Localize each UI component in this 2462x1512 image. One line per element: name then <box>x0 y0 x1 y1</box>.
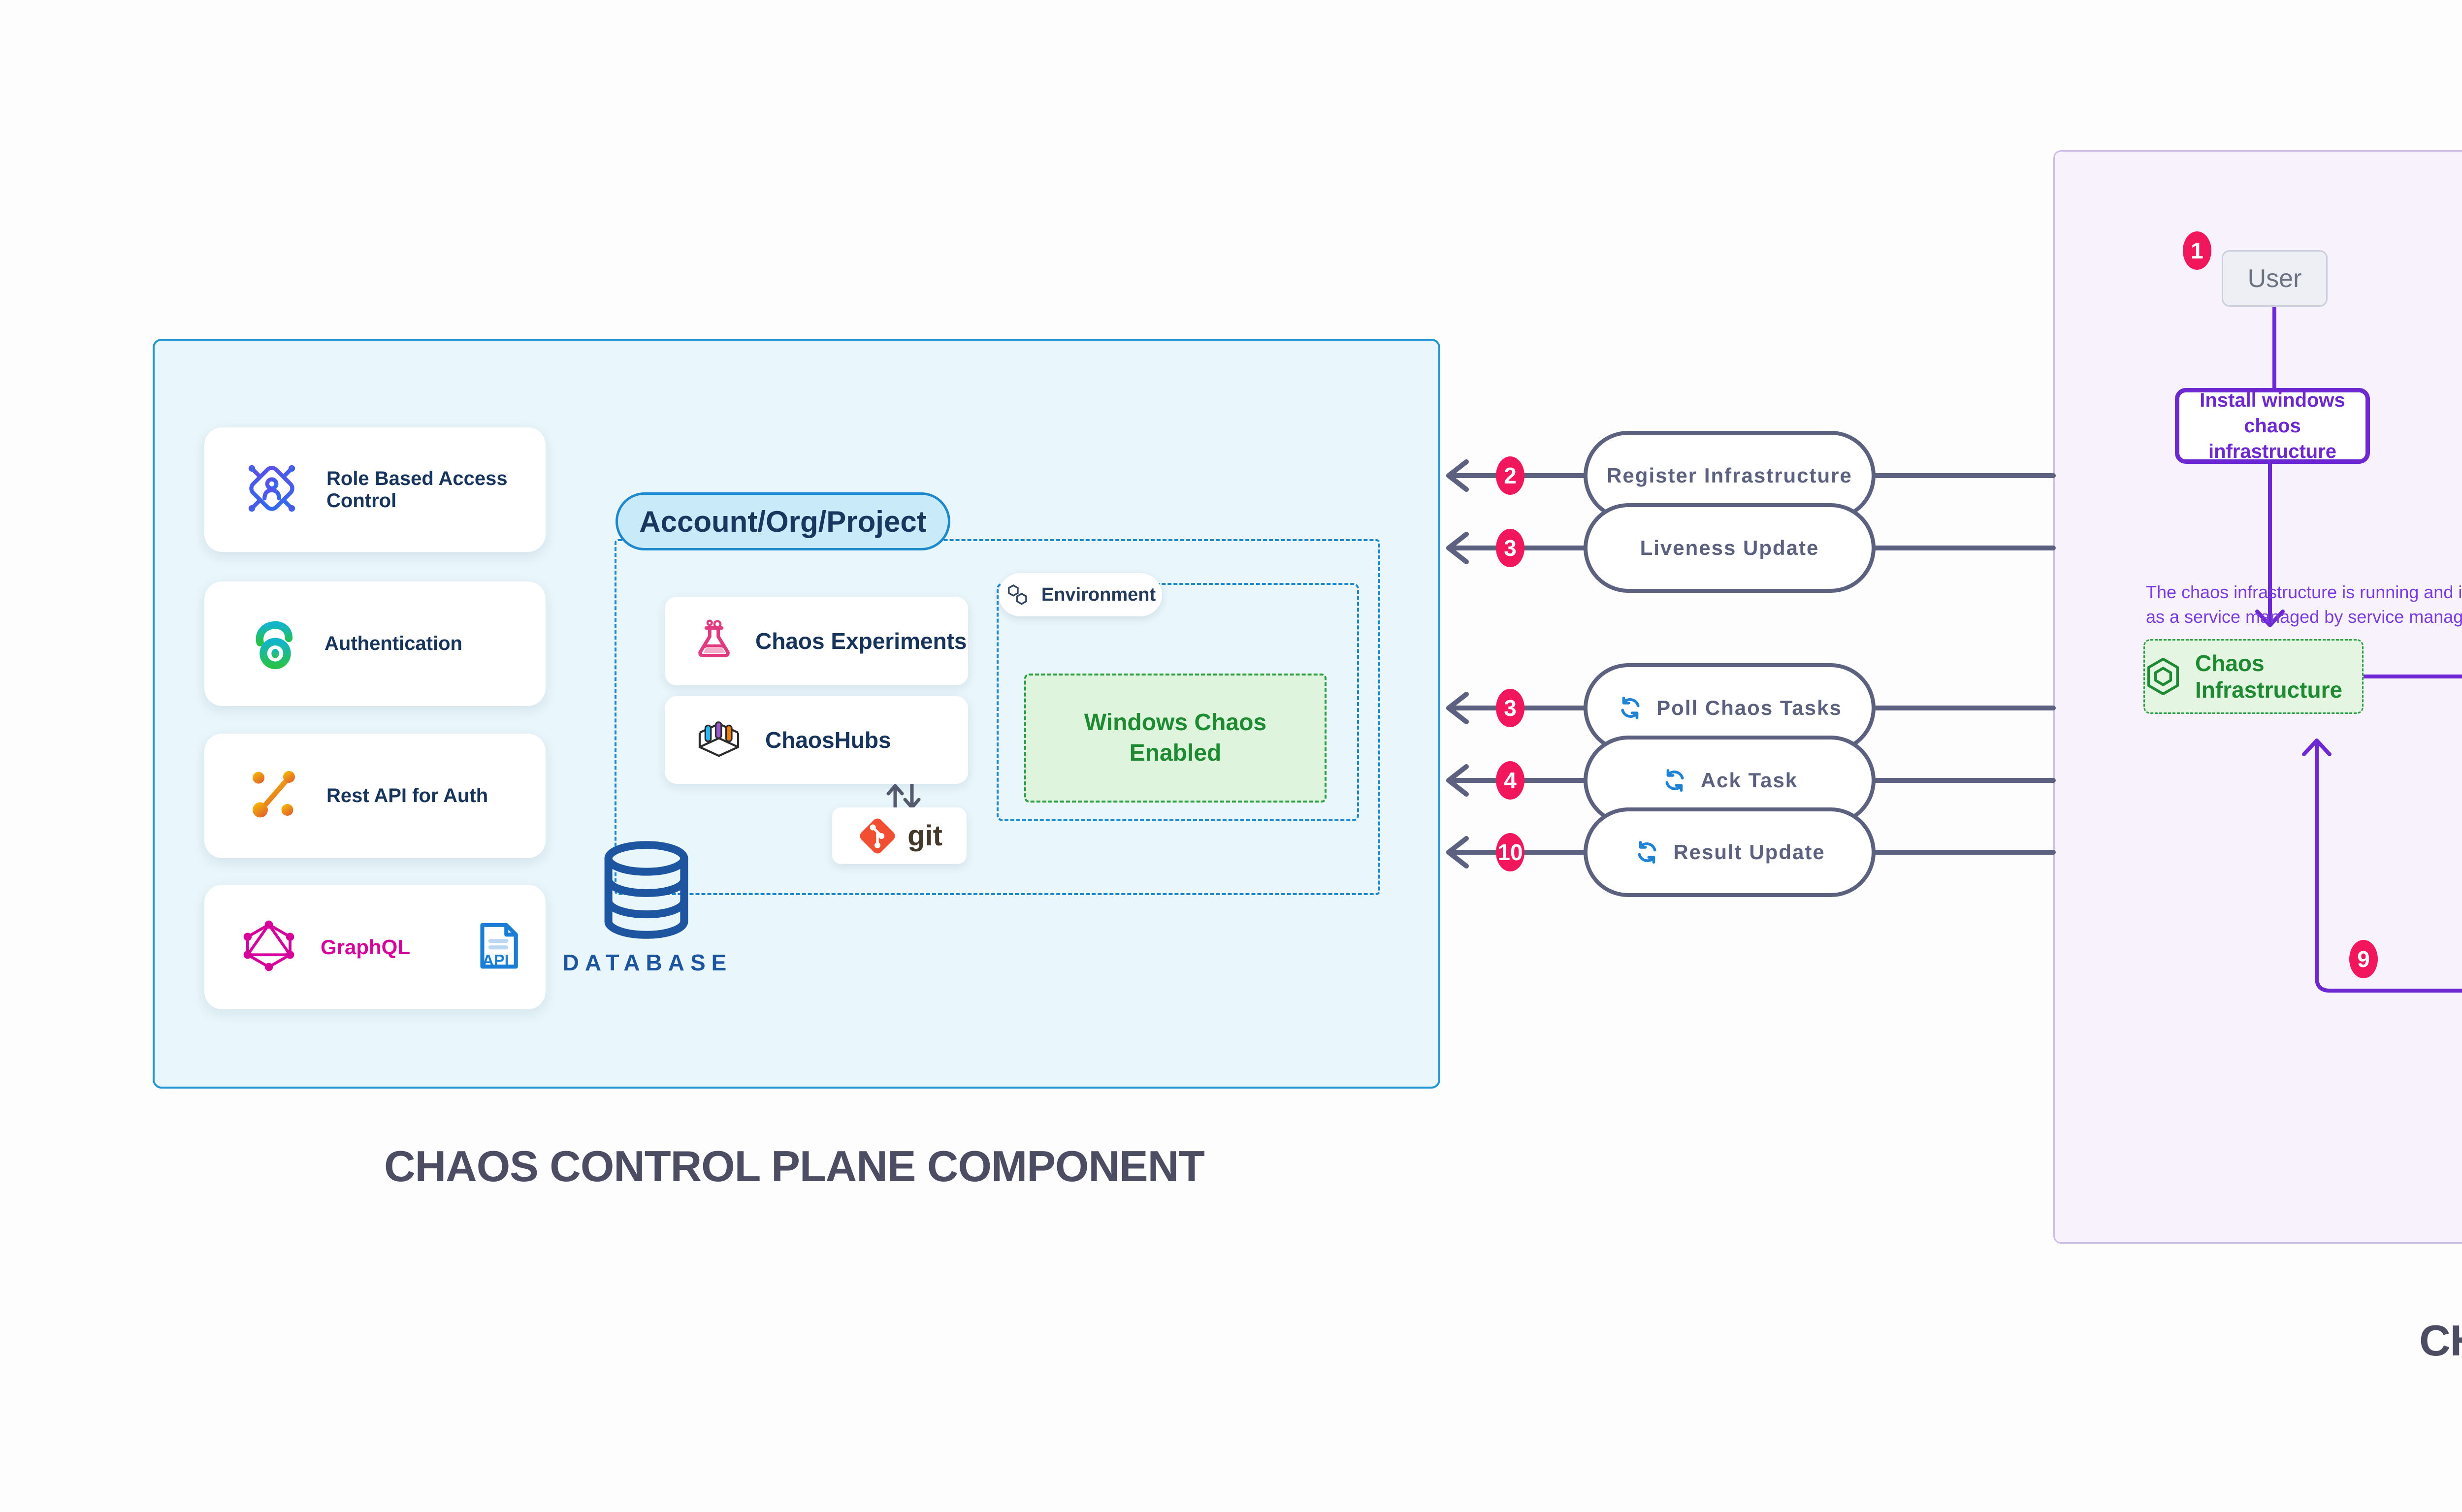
api-branch-icon <box>247 768 301 824</box>
connector-label: Ack Task <box>1700 769 1798 792</box>
api-doc-icon: API <box>476 920 521 974</box>
sync-icon <box>1661 767 1688 794</box>
control-plane-title: CHAOS CONTROL PLANE COMPONENT <box>384 1142 1205 1190</box>
windows-chaos-enabled-label: Windows Chaos Enabled <box>1084 709 1267 766</box>
sync-icon <box>1634 839 1660 866</box>
step-badge-results: 9 <box>2349 940 2378 978</box>
connector-label: Register Infrastructure <box>1607 464 1852 487</box>
install-label: Install windows chaos infrastructure <box>2200 389 2345 462</box>
execution-plane-title: CHAOS EXECUTION PLANE COMPONENT <box>2419 1316 2462 1365</box>
chaos-infrastructure-hexagon-icon <box>2145 657 2181 696</box>
environment-pill: Environment <box>999 573 1162 616</box>
install-windows-chaos-infrastructure-box: Install windows chaos infrastructure <box>2175 388 2370 464</box>
account-org-project-label: Account/Org/Project <box>639 505 927 538</box>
environment-label: Environment <box>1041 584 1156 605</box>
chaos-experiments-label: Chaos Experiments <box>755 628 967 654</box>
card-label: Role Based Access Control <box>326 467 508 512</box>
user-box: User <box>2222 250 2328 307</box>
step-badge: 3 <box>1496 689 1524 727</box>
git-card: git <box>832 807 967 864</box>
git-icon <box>856 815 899 857</box>
card-rest-api-for-auth: Rest API for Auth <box>204 734 546 858</box>
flask-icon <box>693 619 735 663</box>
step-badge: 4 <box>1496 761 1524 800</box>
chaoshubs-card: ChaosHubs <box>665 696 968 784</box>
chaoshubs-rack-icon <box>693 716 745 764</box>
card-graphql: GraphQL API <box>204 885 546 1009</box>
graphql-icon <box>243 920 295 974</box>
connector-label: Poll Chaos Tasks <box>1656 696 1842 719</box>
open-lock-icon <box>252 615 299 673</box>
connector-pill-result-update: Result Update <box>1584 807 1876 897</box>
account-org-project-pill: Account/Org/Project <box>616 492 950 550</box>
user-label: User <box>2247 264 2302 293</box>
step-badge-user: 1 <box>2183 231 2211 270</box>
git-label: git <box>907 820 942 852</box>
card-label: Authentication <box>324 633 462 654</box>
connector-label: Liveness Update <box>1640 536 1819 559</box>
step-badge: 2 <box>1496 456 1524 495</box>
account-scope-dashed-box <box>615 539 1380 895</box>
chaos-infrastructure-box: Chaos Infrastructure <box>2143 639 2364 714</box>
step-badge: 10 <box>1496 833 1524 871</box>
svg-text:API: API <box>483 952 509 969</box>
card-role-based-access-control: Role Based Access Control <box>204 427 546 552</box>
environment-dashed-box <box>997 583 1359 821</box>
chaoshubs-label: ChaosHubs <box>765 727 891 753</box>
rbac-icon <box>243 459 301 520</box>
card-label: GraphQL <box>321 935 411 959</box>
database-label: DATABASE <box>562 950 733 975</box>
connector-label: Result Update <box>1673 840 1825 864</box>
sync-icon <box>1617 695 1644 721</box>
connector-pill-liveness-update: Liveness Update <box>1584 503 1876 593</box>
chaos-infrastructure-label: Chaos Infrastructure <box>2195 650 2343 703</box>
infra-running-note: The chaos infrastructure is running and … <box>2146 582 2462 627</box>
step-badge: 3 <box>1496 529 1524 567</box>
card-label: Rest API for Auth <box>326 785 488 806</box>
hexagons-icon <box>1005 583 1031 607</box>
database-icon <box>596 837 697 945</box>
card-authentication: Authentication <box>204 581 546 706</box>
chaos-experiments-card: Chaos Experiments <box>665 597 968 685</box>
windows-chaos-enabled-box: Windows Chaos Enabled <box>1024 674 1327 803</box>
